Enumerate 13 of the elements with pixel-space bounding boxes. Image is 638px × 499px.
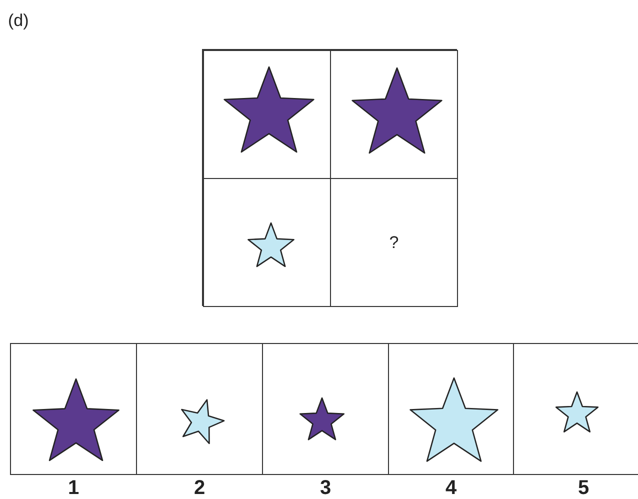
grid-cell [330,50,458,179]
option-number: 3 [320,478,332,498]
option-number: 1 [68,478,80,498]
grid-frame [202,49,457,306]
grid-cell [203,178,331,307]
grid-cell [330,178,458,307]
option-number: 4 [445,478,457,498]
grid-cell [203,50,331,179]
option-number: 5 [578,478,590,498]
question-mark: ? [389,232,399,254]
panel-label: (d) [8,10,29,32]
option-number: 2 [194,478,206,498]
star [178,399,224,445]
